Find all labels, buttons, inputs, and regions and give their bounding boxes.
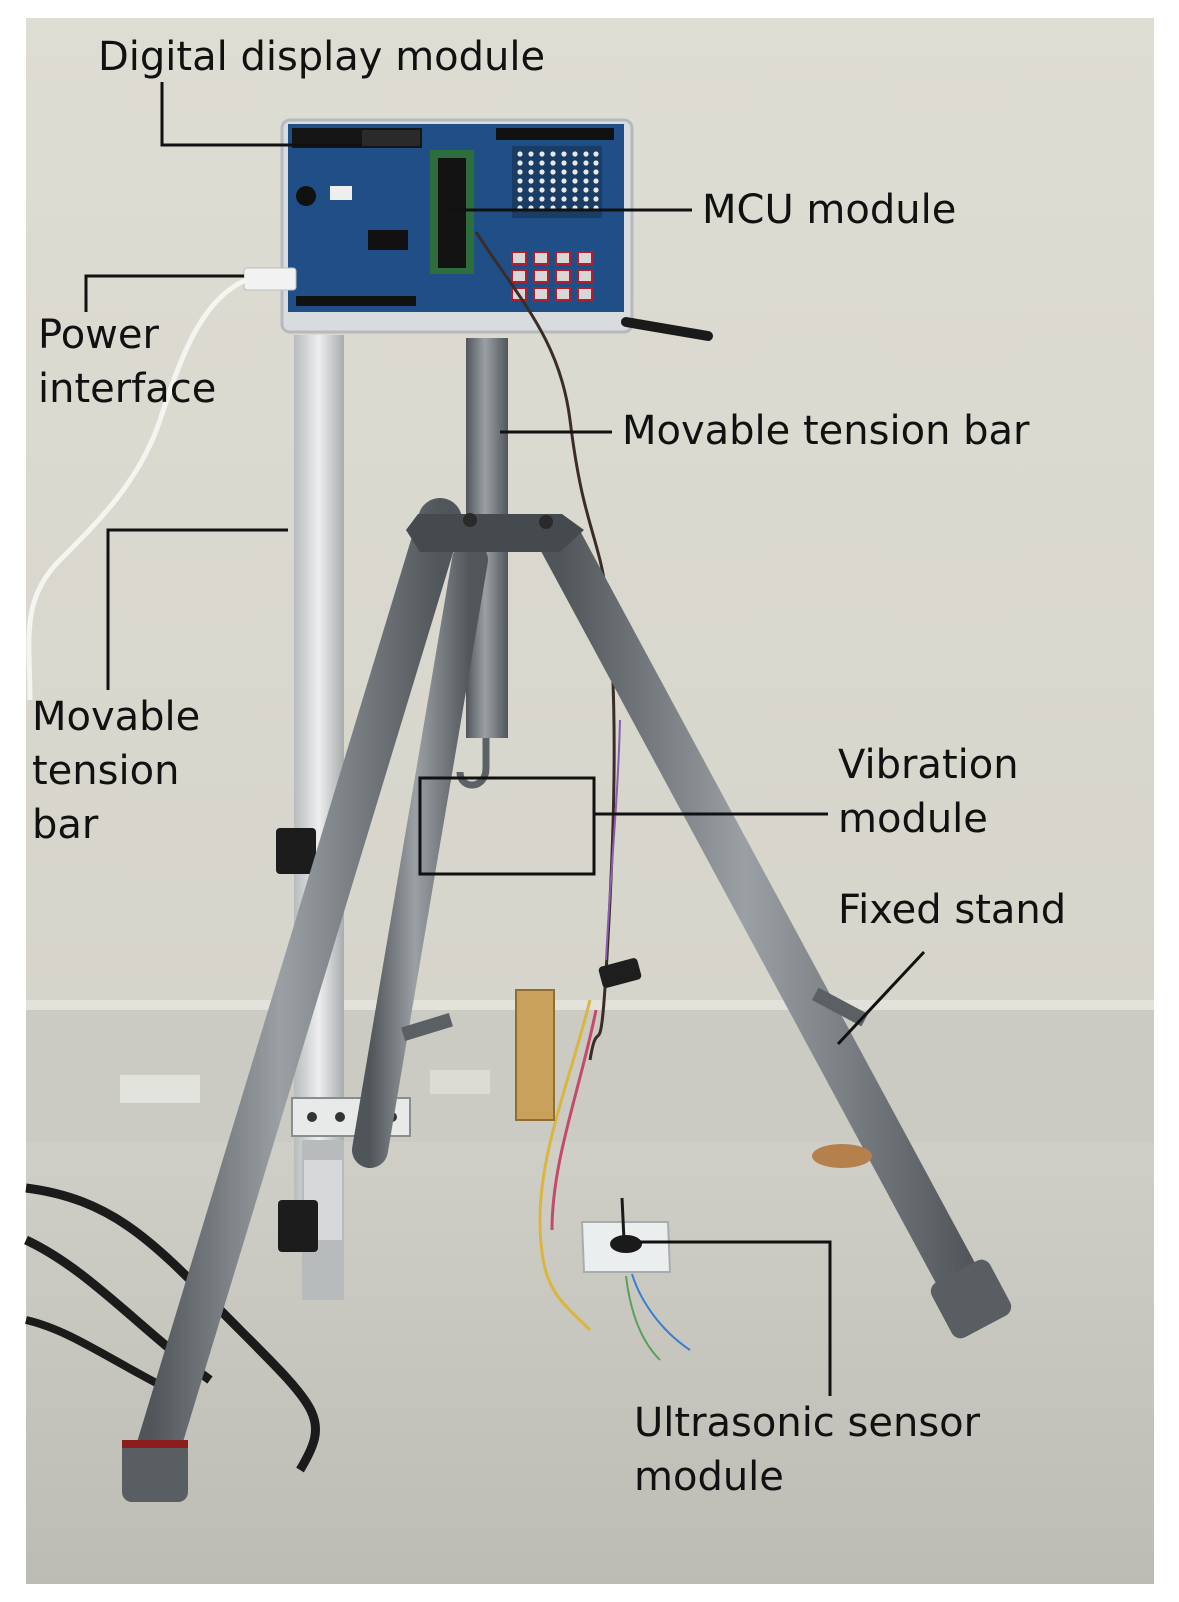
black-cable bbox=[25, 1183, 320, 1473]
leader-lines bbox=[84, 82, 926, 1396]
label-mcu-module: MCU module bbox=[702, 187, 957, 233]
clamp-upper bbox=[276, 828, 316, 874]
foot-left bbox=[122, 1440, 188, 1502]
wooden-block bbox=[515, 989, 555, 1121]
clamp-lower bbox=[278, 1200, 318, 1252]
label-vibration-module: Vibration module bbox=[838, 742, 1019, 842]
tripod-head bbox=[406, 514, 584, 552]
tripod-leg-left bbox=[128, 498, 462, 1497]
label-fixed-stand: Fixed stand bbox=[838, 887, 1067, 933]
floor-object bbox=[812, 1144, 872, 1168]
ultrasonic-sensor bbox=[580, 1197, 691, 1361]
usb-plug bbox=[243, 267, 297, 291]
label-movable-tension-bar-left: Movable tension bar bbox=[32, 694, 201, 848]
vibration-module-box bbox=[418, 776, 596, 876]
tripod-leg-right bbox=[538, 518, 992, 1322]
led-matrix bbox=[512, 146, 602, 218]
keypad bbox=[511, 251, 593, 301]
label-digital-display-module: Digital display module bbox=[98, 34, 546, 80]
label-power-interface: Power interface bbox=[38, 312, 217, 412]
aluminium-stand bbox=[294, 335, 344, 1215]
label-movable-tension-bar-top: Movable tension bar bbox=[622, 408, 1030, 454]
foot-right bbox=[930, 1259, 1012, 1339]
label-ultrasonic-sensor-module: Ultrasonic sensor module bbox=[634, 1400, 981, 1500]
baseboard bbox=[26, 1000, 1154, 1142]
power-cable bbox=[26, 277, 248, 701]
mcu-chip bbox=[438, 158, 466, 268]
